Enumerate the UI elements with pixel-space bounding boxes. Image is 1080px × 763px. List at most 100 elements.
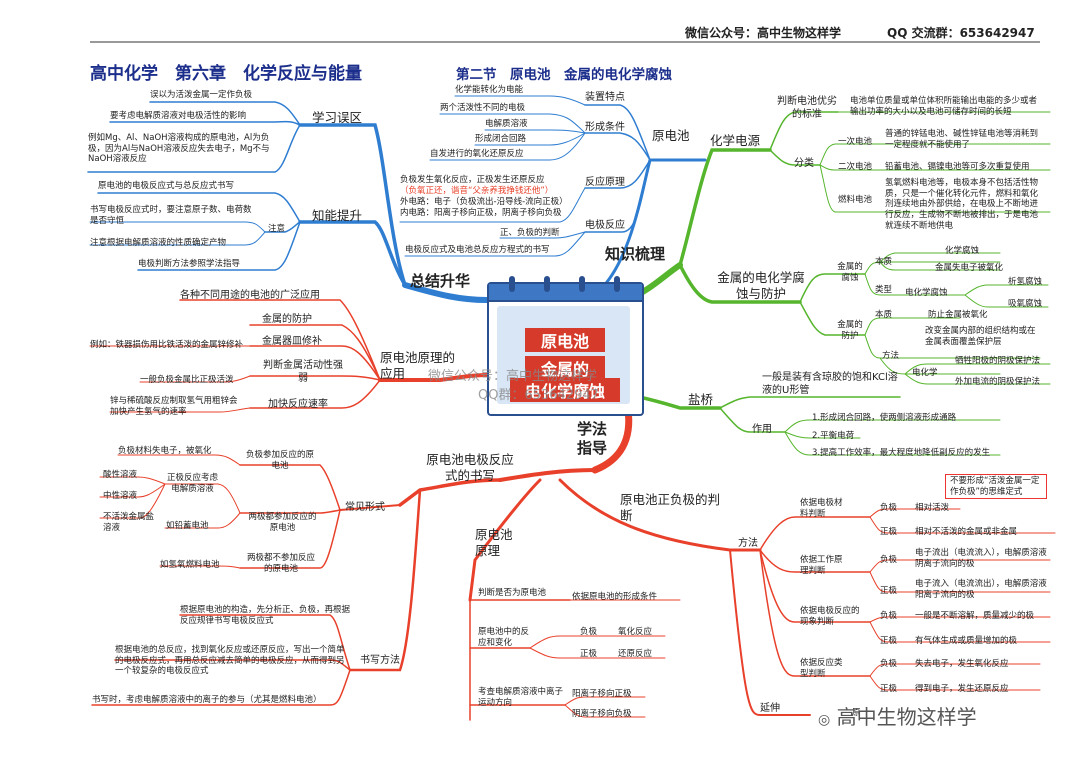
salt-bridge-item: 3.提高工作效率，最大程度地降低副反应的发生	[812, 448, 991, 458]
judge-pos-val: 电子流入（电流流出），电解质溶液阳离子流向的极	[915, 579, 1047, 600]
protection-echem: 电化学	[912, 368, 938, 378]
sacrificial-anode: 牺牲阳极的阴极保护法	[955, 356, 1041, 366]
node-extend: 延伸	[760, 703, 780, 714]
branch-knowledge: 知识梳理	[605, 245, 666, 263]
salt-bridge-desc: 一般是装有含琼胶的饱和KCl溶液的U形管	[762, 372, 898, 396]
wechat-icon: ◎	[818, 712, 831, 728]
judge-standard-text: 电池单位质量或单位体积所能输出电能的多少或者输出功率的大小以及电池可储存时间的长…	[850, 96, 1038, 117]
oxygen-corrosion: 吸氧腐蚀	[1008, 299, 1043, 309]
protection-method-val: 改变金属内部的组织结构或在金属表面覆盖保护层	[925, 326, 1036, 347]
judge-neg-val: 电子流出（电流流入），电解质溶液阴离子流向的极	[915, 548, 1047, 569]
corrosion-chemical: 化学腐蚀	[945, 246, 980, 256]
protection-method: 方法	[882, 351, 900, 361]
salt-bridge-role: 作用	[752, 424, 772, 435]
application-item: 金属器皿修补	[262, 336, 322, 347]
mistake-item: 误以为活泼金属一定作负极	[150, 90, 253, 100]
node-electrode: 电极反应	[585, 220, 625, 231]
judge-neg: 负极	[880, 555, 898, 565]
node-conditions: 形成条件	[585, 122, 625, 133]
node-battery-principle: 原电池原理	[475, 527, 513, 558]
judge-group: 依据电极材料判断	[800, 498, 843, 519]
principle-anion: 阴离子移向负极	[572, 709, 632, 719]
node-application: 原电池原理的应用	[380, 350, 456, 381]
node-judge-standard: 判断电池优劣的标准	[777, 96, 837, 120]
node-metal-corrosion: 金属的腐蚀	[837, 262, 863, 283]
corrosion-type: 类型	[875, 285, 893, 295]
fuel-battery-text: 氢氧燃料电池等，电极本身不包括活性物质，只是一个催化转化元件，燃料和氧化剂连续地…	[885, 178, 1039, 231]
protection-essence-val: 防止金属被氧化	[928, 310, 988, 320]
node-judge-electrode: 原电池正负极的判断	[620, 492, 721, 523]
fuel-battery: 燃料电池	[838, 195, 873, 205]
form-item: 负极材料失电子，被氧化	[118, 446, 212, 456]
form-item: 如氢氧燃料电池	[160, 560, 220, 570]
qq-group: QQ 交流群：653642947	[887, 26, 1035, 40]
judge-neg-val: 失去电子，发生氧化反应	[915, 659, 1009, 669]
application-item: 判断金属活动性强弱	[263, 360, 343, 384]
hydrogen-corrosion: 析氢腐蚀	[1008, 277, 1043, 287]
ability-item: 书写电极反应式时，要注意原子数、电荷数是否守恒	[90, 205, 252, 226]
node-classify: 分类	[794, 158, 814, 169]
electrode-item: 正、负极的判断	[500, 228, 560, 238]
ability-item: 电极判断方法参照学法指导	[138, 259, 241, 269]
principle-pos: 正极	[580, 649, 598, 659]
calendar-ring	[544, 276, 550, 292]
condition-item: 自发进行的氧化还原反应	[430, 149, 524, 159]
salt-bridge-item: 1.形成闭合回路，使两侧溶液形成通路	[812, 413, 957, 423]
mistake-item: 例如Mg、Al、NaOH溶液构成的原电池，Al为负极，因为Al与NaOH溶液反应…	[88, 133, 270, 165]
form-item: 不活泼金属盐溶液	[103, 512, 155, 533]
write-method-item: 根据电池的总反应，找到氧化反应或还原反应，写出一个简单的电极反应式，再用总反应减…	[115, 645, 345, 677]
page-subtitle: 第二节 原电池 金属的电化学腐蚀	[456, 67, 672, 83]
form-item: 中性溶液	[103, 491, 138, 501]
judge-pos: 正极	[880, 636, 898, 646]
node-chemical-source: 化学电源	[710, 133, 761, 148]
primary-battery: 一次电池	[838, 137, 873, 147]
condition-item: 电解质溶液	[485, 119, 528, 129]
condition-item: 两个活泼性不同的电极	[440, 103, 526, 113]
device-item: 化学能转化为电能	[455, 85, 524, 95]
principle-note: 依据原电池的形成条件	[572, 592, 658, 602]
judge-pos: 正极	[880, 527, 898, 537]
node-principle: 反应原理	[585, 177, 625, 188]
secondary-battery: 二次电池	[838, 162, 873, 172]
wechat-account: 微信公众号：高中生物这样学	[685, 26, 842, 40]
judge-group: 依据反应类型判断	[800, 658, 843, 679]
corrosion-essence: 本质	[875, 257, 893, 267]
principle-item: 原电池中的反应和变化	[478, 627, 530, 648]
node-mistakes: 学习误区	[312, 110, 363, 125]
ability-item: 原电池的电极反应式与总反应式书写	[98, 181, 235, 191]
judge-neg: 负极	[880, 503, 898, 513]
watermark-sub: QQ群：653642947	[478, 388, 599, 403]
form-item: 如铅蓄电池	[166, 521, 209, 531]
branch-method: 学法指导	[576, 420, 607, 457]
calendar-ring	[509, 276, 515, 292]
calendar-ring	[614, 276, 620, 292]
corrosion-type-val: 电化学腐蚀	[905, 288, 948, 298]
node-ability: 知能提升	[312, 208, 363, 223]
judge-neg-val: 一般是不断溶解，质量减少的极	[915, 611, 1035, 621]
judge-neg: 负极	[880, 659, 898, 669]
judge-group: 依据电极反应的现象判断	[800, 606, 860, 627]
branch-summary: 总结升华	[410, 272, 471, 290]
principle-line: 负极发生氧化反应，正极发生还原反应	[400, 175, 545, 185]
node-metal-protection: 金属的防护	[837, 320, 863, 341]
node-salt-bridge: 盐桥	[688, 392, 714, 407]
calendar-ring	[579, 276, 585, 292]
salt-bridge-item: 2.平衡电荷	[812, 431, 855, 441]
calendar-top	[489, 284, 642, 302]
principle-line: （负氧正还，谐音“父亲养我挣钱还他”）	[400, 186, 554, 196]
principle-line: 内电路：阳离子移向正极，阴离子移向负极	[400, 208, 562, 218]
extend-val: 原	[852, 708, 861, 718]
node-write-method: 书写方法	[360, 655, 400, 666]
principle-item: 考查电解质溶液中离子运动方向	[478, 687, 564, 708]
form-group: 两极都不参加反应的原电池	[246, 553, 315, 574]
write-method-item: 书写时，考虑电解质溶液中的离子的参与（尤其是燃料电池）	[92, 695, 322, 705]
application-note: 锌与稀硫酸反应制取氢气用粗锌会加快产生氢气的速率	[110, 396, 238, 417]
mistake-item: 要考虑电解质溶液对电极活性的影响	[110, 111, 247, 121]
principle-cation: 阳离子移向正极	[572, 689, 632, 699]
principle-item: 判断是否为原电池	[478, 588, 547, 598]
judge-pos-val: 得到电子，发生还原反应	[915, 684, 1009, 694]
application-item: 各种不同用途的电池的广泛应用	[180, 290, 320, 301]
center-card: 原电池 金属的 电化学腐蚀	[487, 276, 644, 416]
primary-battery-text: 普通的锌锰电池、碱性锌锰电池等消耗到一定程度就不能使用了	[885, 129, 1039, 150]
